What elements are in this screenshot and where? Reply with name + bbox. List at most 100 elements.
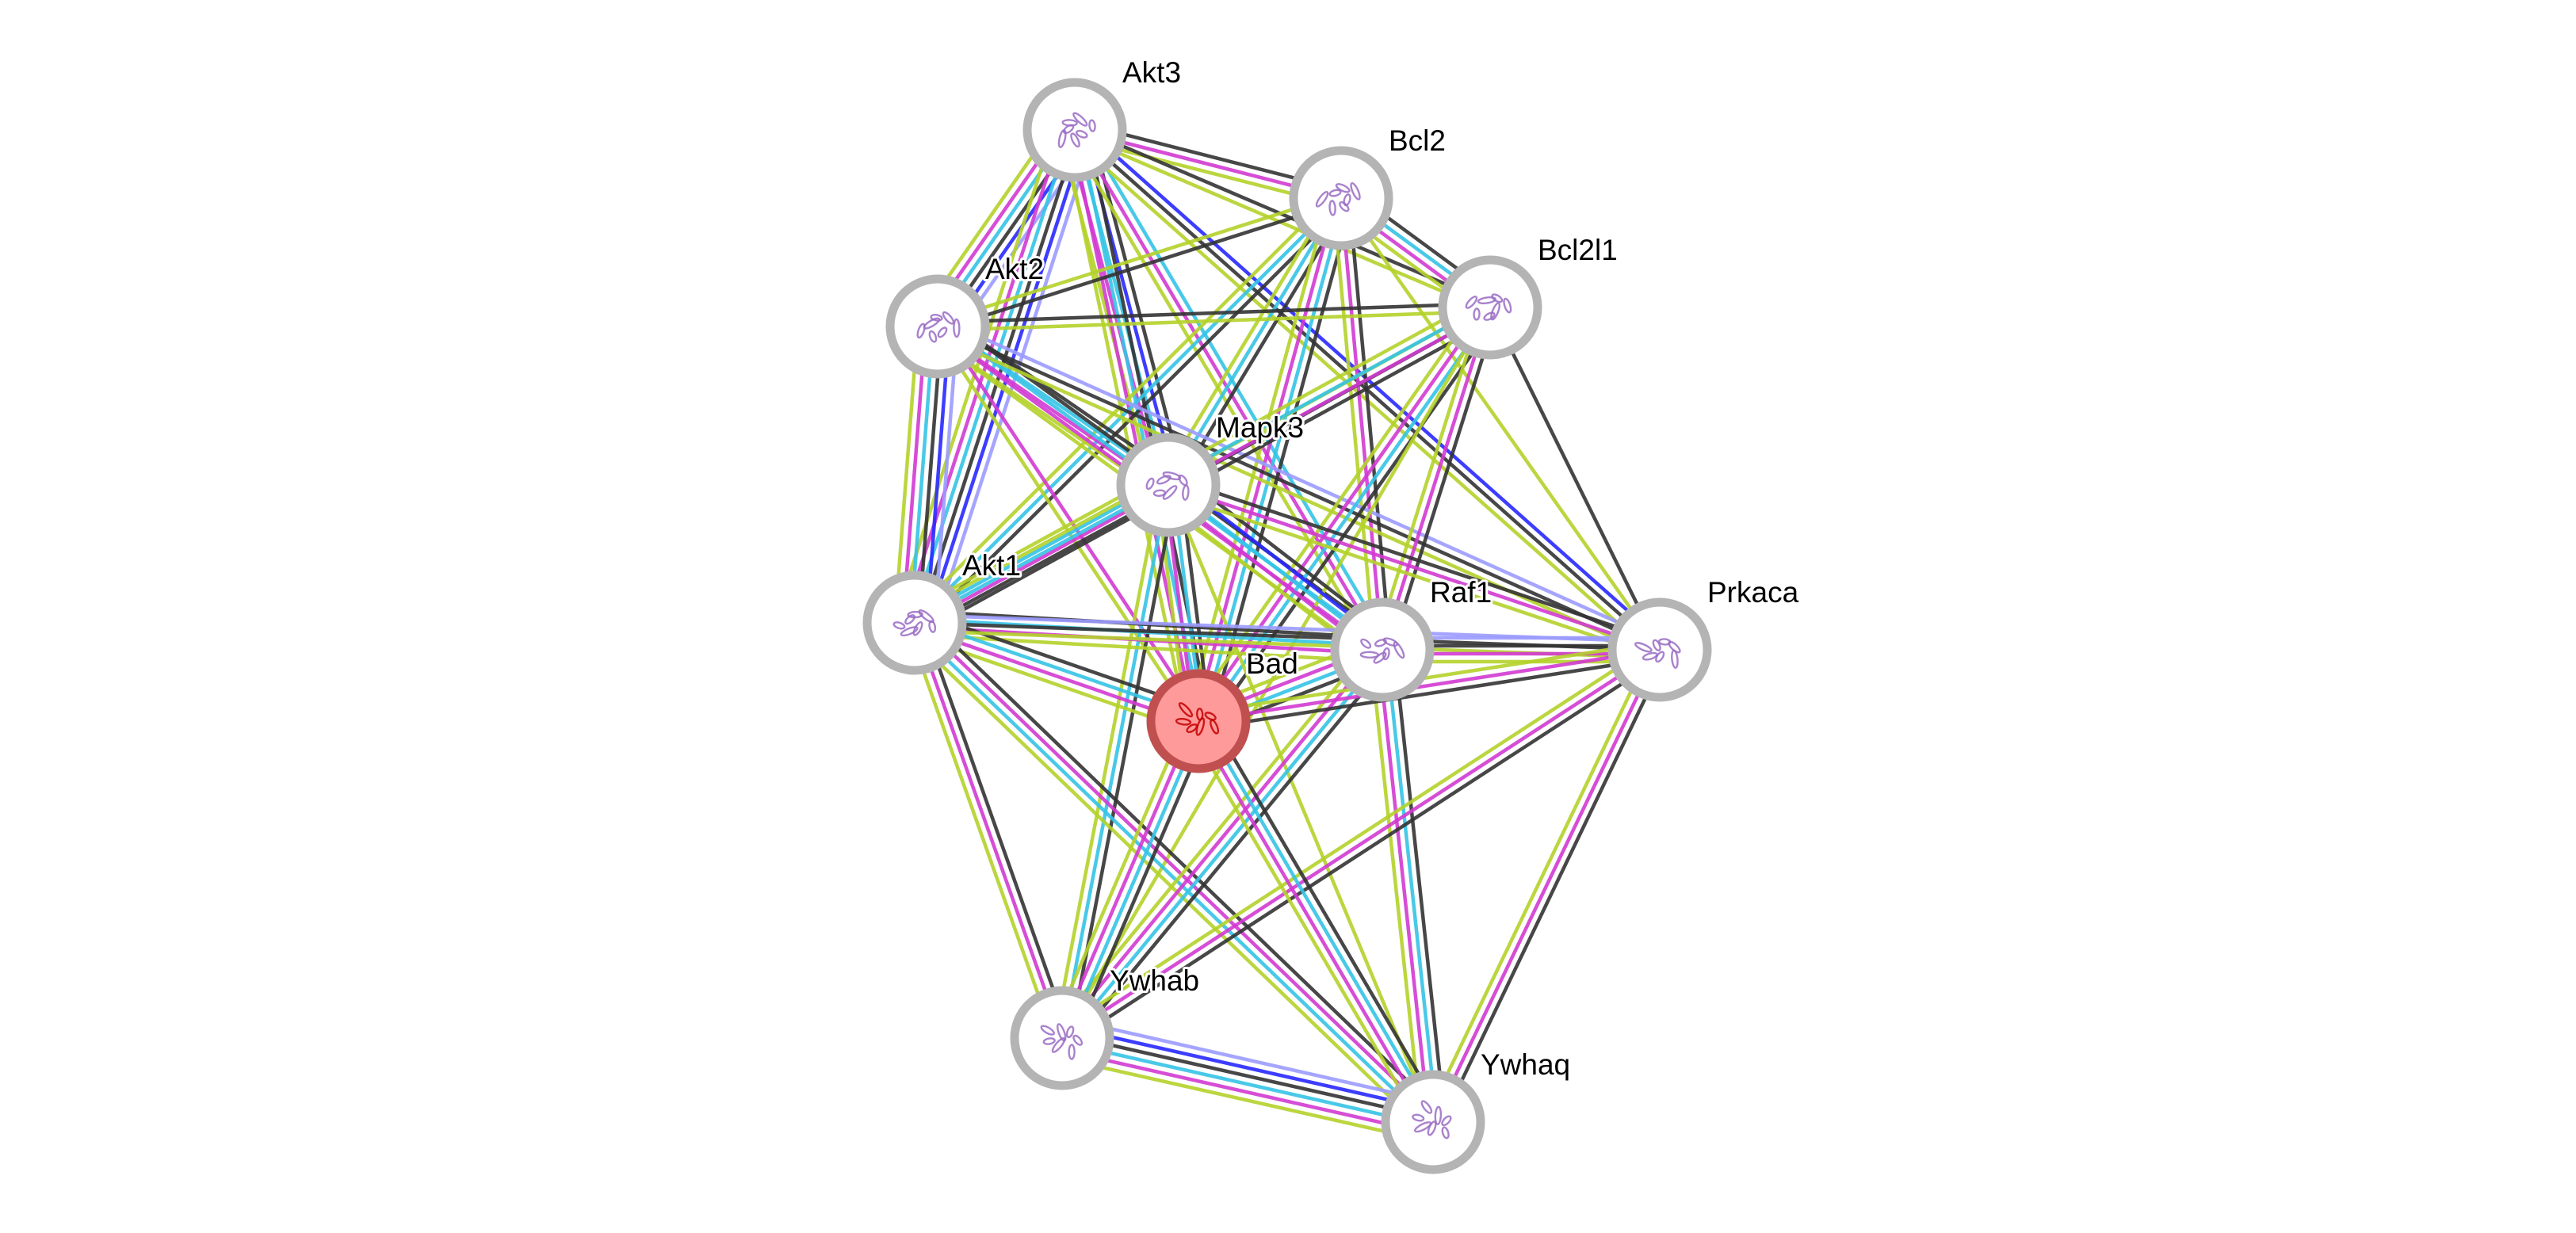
evidence-line-textmining [908, 191, 1337, 619]
edge-akt2-bcl2l1[interactable] [937, 301, 1491, 333]
evidence-line-coexpression [1069, 656, 1393, 1047]
edge-akt2-prkaca[interactable] [933, 317, 1664, 659]
edge-ywhab-ywhaq[interactable] [1057, 1017, 1439, 1143]
evidence-line-cooccurrence [932, 327, 960, 625]
evidence-line-experimental [1198, 647, 1661, 723]
evidence-line-coexpression [937, 324, 1661, 652]
protein-structure-icon [1412, 1100, 1452, 1139]
edge-bcl2l1-ywhab[interactable] [1061, 306, 1492, 1040]
evidence-line-experimental [1339, 197, 1385, 651]
evidence-line-coexpression [921, 613, 1443, 1115]
evidence-line-coexpression [1062, 1032, 1435, 1120]
evidence-line-coexpression [1173, 200, 1350, 491]
edge-prkaca-bad[interactable] [1197, 639, 1661, 731]
edge-bcl2l1-raf1[interactable] [1373, 304, 1500, 653]
node-circle[interactable] [885, 274, 990, 379]
evidence-line-textmining [938, 309, 1491, 333]
evidence-line-coexpression [938, 200, 1343, 332]
evidence-line-textmining [1185, 194, 1332, 719]
edge-bcl2-akt2[interactable] [935, 193, 1343, 332]
evidence-line-database [1060, 484, 1171, 1039]
evidence-line-coexpression [1347, 197, 1393, 650]
evidence-line-textmining [1057, 641, 1657, 1033]
node-akt2[interactable]: Akt2 [885, 250, 1046, 379]
evidence-line-textmining [914, 632, 1382, 664]
evidence-line-experimental [1057, 646, 1381, 1037]
node-label: Akt2 [985, 253, 1044, 285]
node-label: Bad [1246, 647, 1298, 680]
evidence-line-database [1064, 722, 1204, 1040]
node-raf1[interactable]: Raf1 [1330, 574, 1494, 702]
evidence-line-experimental [1061, 648, 1661, 1040]
query-node-circle[interactable] [1146, 669, 1251, 773]
node-prkaca[interactable]: Prkaca [1607, 574, 1802, 702]
edge-mapk3-prkaca[interactable] [1165, 475, 1663, 659]
evidence-line-textmining [1160, 193, 1336, 483]
edge-bcl2l1-prkaca[interactable] [1488, 307, 1662, 651]
evidence-line-experimental [1059, 1048, 1431, 1136]
node-label: Mapk3 [1216, 411, 1304, 444]
evidence-line-experimental [1168, 483, 1661, 652]
evidence-line-database [1200, 718, 1439, 1121]
node-circle[interactable] [1289, 146, 1393, 250]
evidence-line-textmining [1052, 483, 1163, 1037]
evidence-line-cooccurrence [1066, 1017, 1439, 1105]
protein-structure-icon [1040, 1023, 1084, 1060]
node-circle[interactable] [1330, 597, 1435, 702]
node-circle[interactable] [1022, 78, 1127, 182]
edges-layer [892, 117, 1669, 1143]
evidence-line-experimental [915, 618, 1438, 1121]
edge-bad-ywhab[interactable] [1049, 716, 1211, 1044]
evidence-line-database [1061, 1040, 1433, 1128]
evidence-line-textmining [1197, 639, 1659, 716]
evidence-line-coexpression [1206, 313, 1502, 729]
evidence-line-experimental [1380, 307, 1492, 651]
node-bcl2l1[interactable]: Bcl2l1 [1438, 231, 1620, 360]
edge-prkaca-ywhab[interactable] [1057, 641, 1665, 1047]
evidence-line-textmining [892, 324, 920, 622]
evidence-line-textmining [1373, 304, 1485, 648]
edge-bad-ywhaq[interactable] [1187, 714, 1445, 1129]
edge-bcl2-mapk3[interactable] [1160, 193, 1350, 491]
protein-structure-icon [1634, 638, 1681, 669]
evidence-line-coexpression [1207, 714, 1445, 1117]
node-label: Akt1 [962, 549, 1021, 582]
edge-bcl2-raf1[interactable] [1331, 197, 1393, 651]
protein-structure-icon [1057, 112, 1096, 148]
edge-raf1-ywhaq[interactable] [1368, 648, 1447, 1124]
node-ywhaq[interactable]: Ywhaq [1381, 1046, 1573, 1174]
node-bcl2[interactable]: Bcl2 [1289, 122, 1448, 250]
protein-structure-icon [892, 609, 937, 637]
evidence-line-textmining [1061, 306, 1492, 1040]
evidence-line-database [910, 624, 1432, 1127]
evidence-line-textmining [905, 630, 1427, 1132]
evidence-line-coexpression [1438, 652, 1669, 1127]
edge-mapk3-ywhaq[interactable] [1166, 484, 1435, 1123]
evidence-line-textmining [1424, 645, 1655, 1120]
evidence-line-textmining [1166, 484, 1435, 1123]
protein-structure-icon [1145, 471, 1190, 501]
edge-bcl2-prkaca[interactable] [1340, 197, 1661, 651]
edge-akt1-ywhaq[interactable] [905, 613, 1443, 1132]
node-akt1[interactable]: Akt1 [862, 547, 1023, 675]
node-bad[interactable]: Bad [1146, 645, 1301, 773]
evidence-line-experimental [1194, 303, 1489, 720]
evidence-line-experimental [1193, 722, 1431, 1125]
evidence-line-homology [1064, 1025, 1436, 1113]
node-circle[interactable] [862, 571, 967, 675]
evidence-line-textmining [1340, 197, 1661, 651]
node-mapk3[interactable]: Mapk3 [1116, 409, 1306, 537]
evidence-line-coexpression [1488, 307, 1662, 651]
node-circle[interactable] [1116, 433, 1221, 537]
node-circle[interactable] [1438, 255, 1542, 360]
edge-akt1-ywhab[interactable] [905, 619, 1072, 1042]
node-ywhab[interactable]: Ywhab [1010, 962, 1202, 1090]
node-label: Raf1 [1430, 576, 1492, 609]
node-akt3[interactable]: Akt3 [1022, 54, 1183, 182]
evidence-line-experimental [1376, 650, 1431, 1123]
node-label: Ywhab [1110, 964, 1199, 997]
edge-prkaca-ywhaq[interactable] [1424, 645, 1669, 1127]
node-label: Ywhaq [1481, 1048, 1570, 1081]
